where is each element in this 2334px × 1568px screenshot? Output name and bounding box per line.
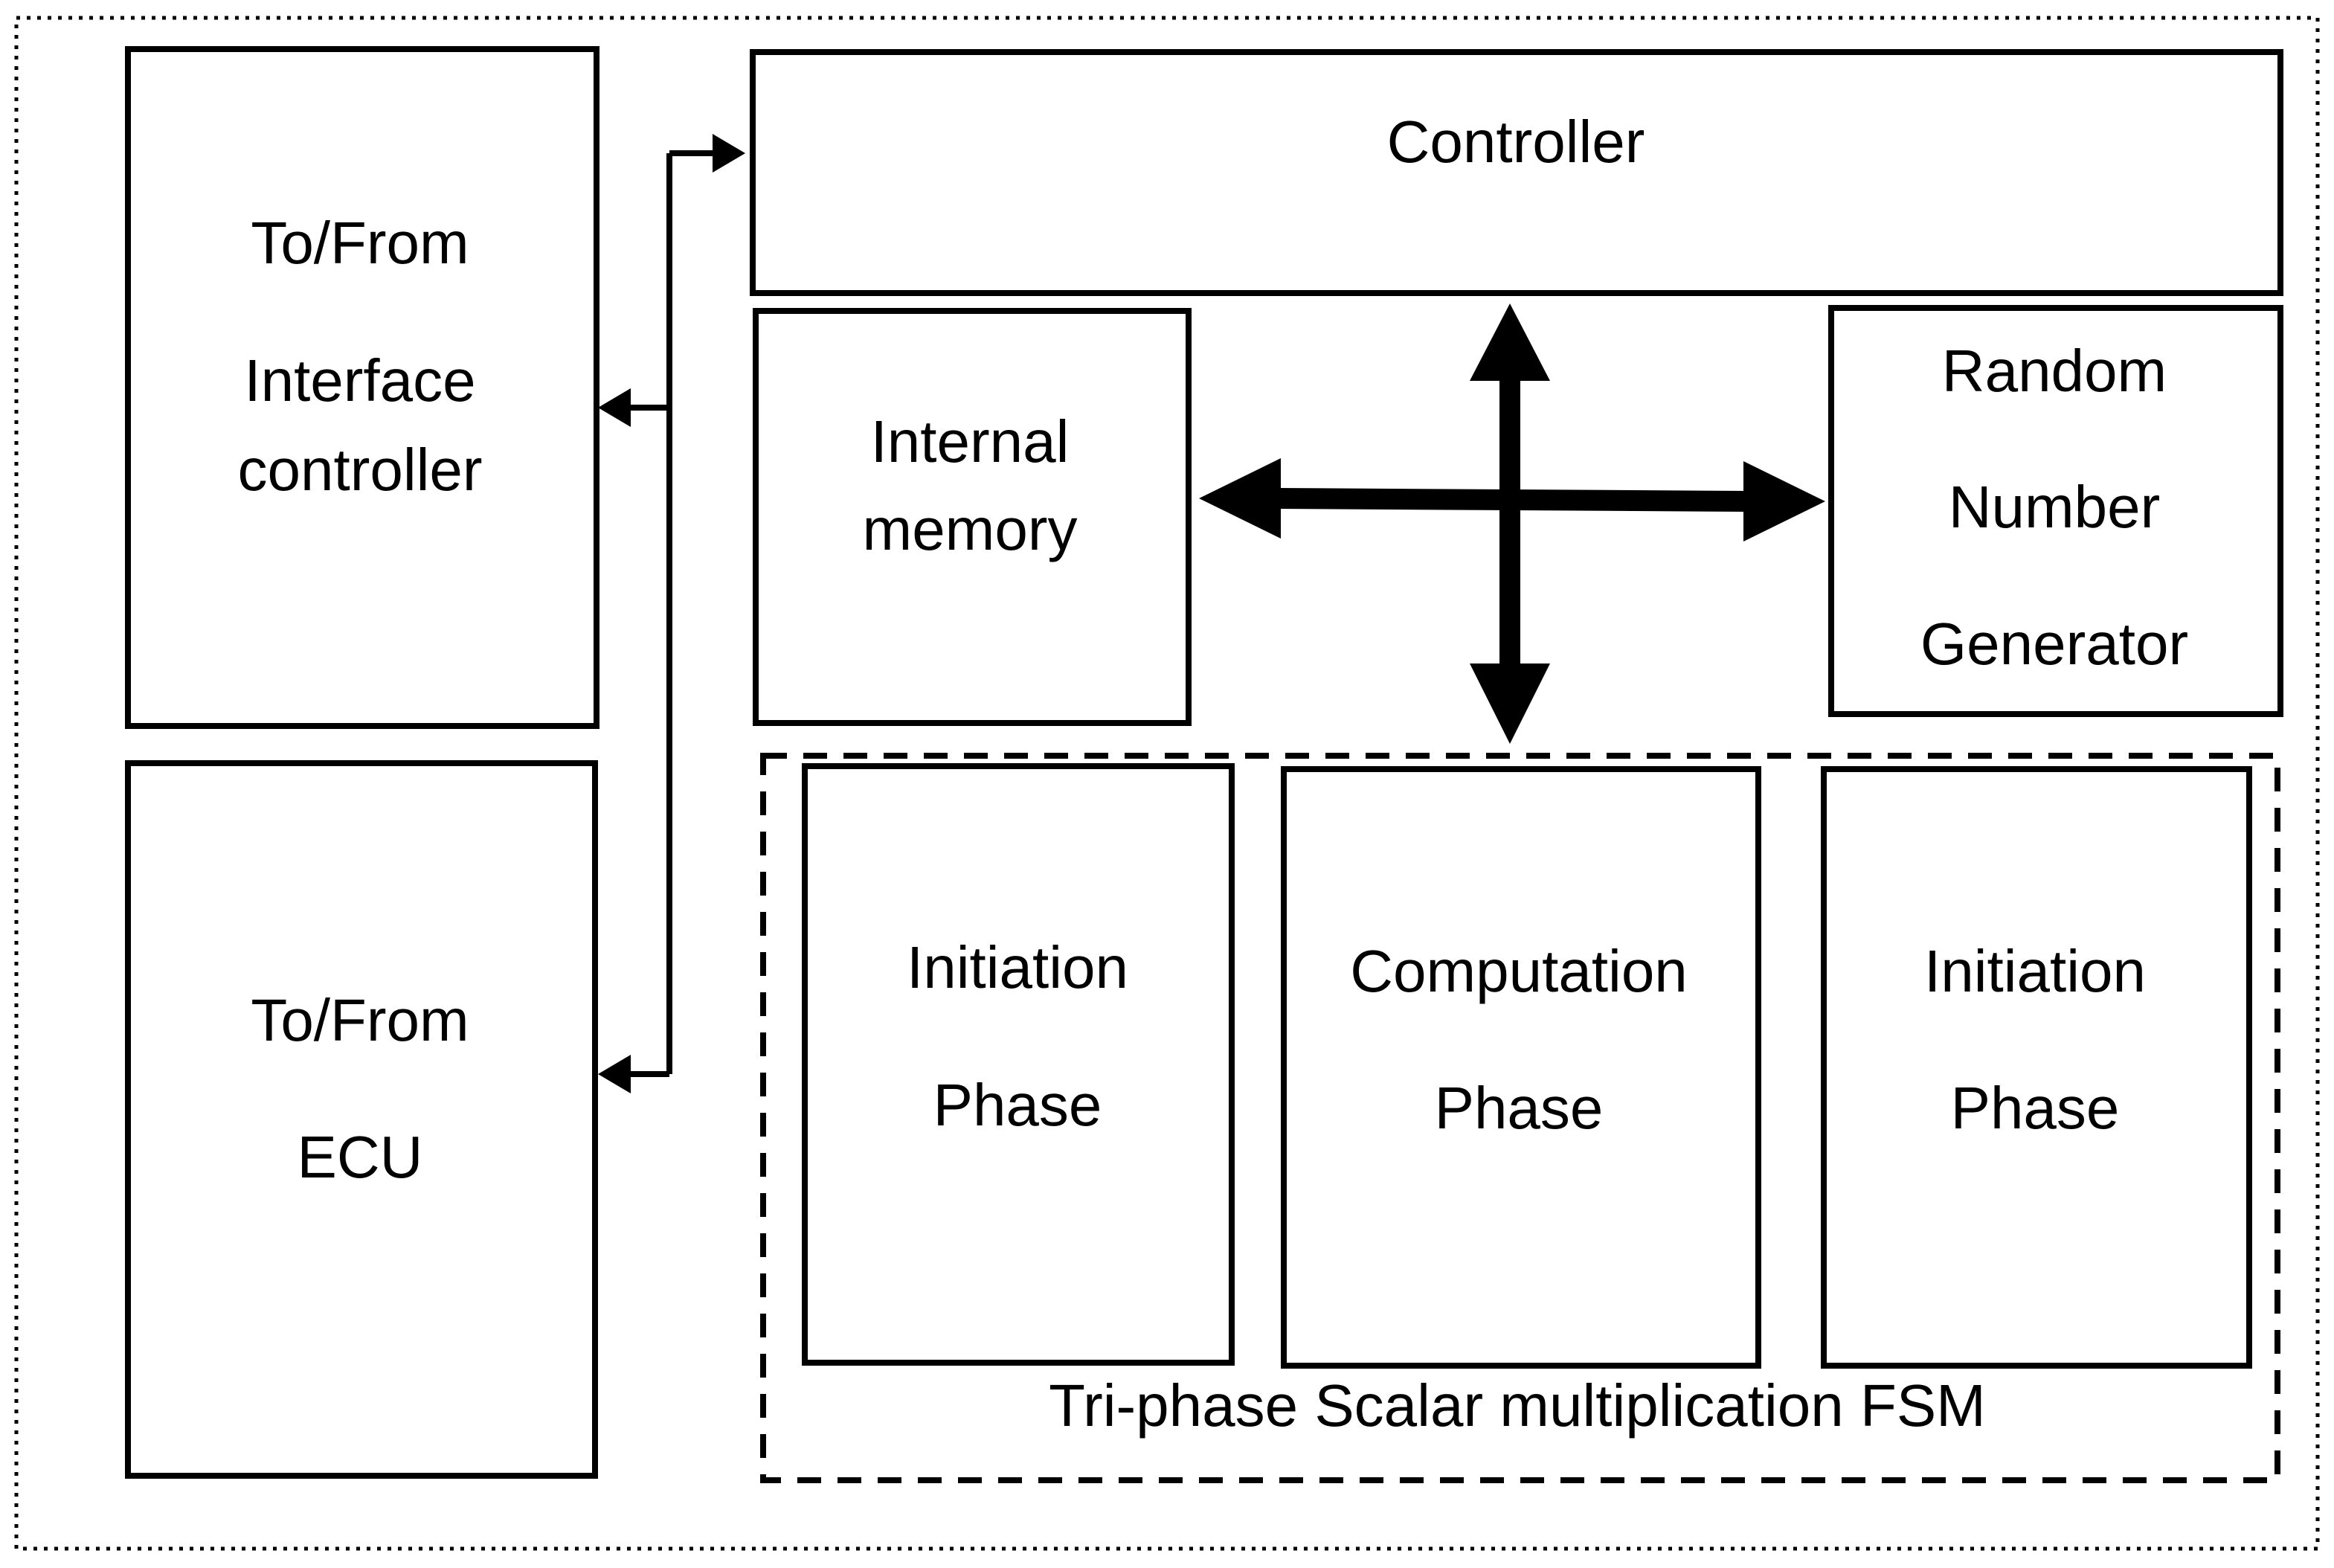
memory-line2: memory [863, 496, 1078, 562]
internal-memory-block: Internal memory [753, 308, 1192, 726]
initiation-phase-block-1: Initiation Phase [802, 763, 1235, 1366]
controller-block: Controller [750, 49, 2283, 296]
fsm-container: Tri-phase Scalar multiplication FSM [760, 753, 2280, 1483]
rng-line3: Generator [1920, 611, 2188, 677]
phase3-line1: Initiation [1924, 938, 2146, 1004]
computation-phase-block: Computation Phase [1281, 766, 1761, 1369]
cross-arrow-right-head [1743, 461, 1825, 542]
controller-label: Controller [1387, 109, 1645, 175]
phase1-line1: Initiation [907, 934, 1128, 1000]
fsm-caption: Tri-phase Scalar multiplication FSM [1049, 1372, 1986, 1439]
interface-line2: Interface [244, 347, 475, 414]
interface-line3: controller [237, 437, 482, 503]
cross-arrow [1199, 303, 1825, 744]
arrow-to-interface [598, 388, 631, 427]
bus-connector [622, 150, 716, 1077]
cross-arrow-up-head [1470, 303, 1550, 381]
interface-line1: To/From [251, 210, 469, 276]
interface-controller-block: To/From Interface controller [125, 46, 599, 729]
ecu-line1: To/From [251, 987, 469, 1053]
arrow-to-controller [713, 134, 745, 173]
memory-line1: Internal [871, 408, 1070, 475]
phase1-line2: Phase [933, 1072, 1102, 1138]
phase2-line1: Computation [1350, 938, 1688, 1004]
cross-arrow-down-head [1470, 663, 1550, 744]
arrow-to-ecu [598, 1055, 631, 1093]
initiation-phase-block-2: Initiation Phase [1821, 766, 2252, 1369]
ecu-block: To/From ECU [125, 760, 598, 1479]
phase2-line2: Phase [1435, 1075, 1604, 1141]
cross-arrow-left-head [1199, 458, 1281, 539]
ecu-line2: ECU [298, 1124, 423, 1190]
rng-line1: Random [1942, 338, 2167, 404]
phase3-line2: Phase [1951, 1075, 2120, 1141]
rng-block: Random Number Generator [1828, 305, 2283, 717]
bus-arrowheads [598, 134, 745, 1093]
rng-line2: Number [1949, 474, 2161, 540]
